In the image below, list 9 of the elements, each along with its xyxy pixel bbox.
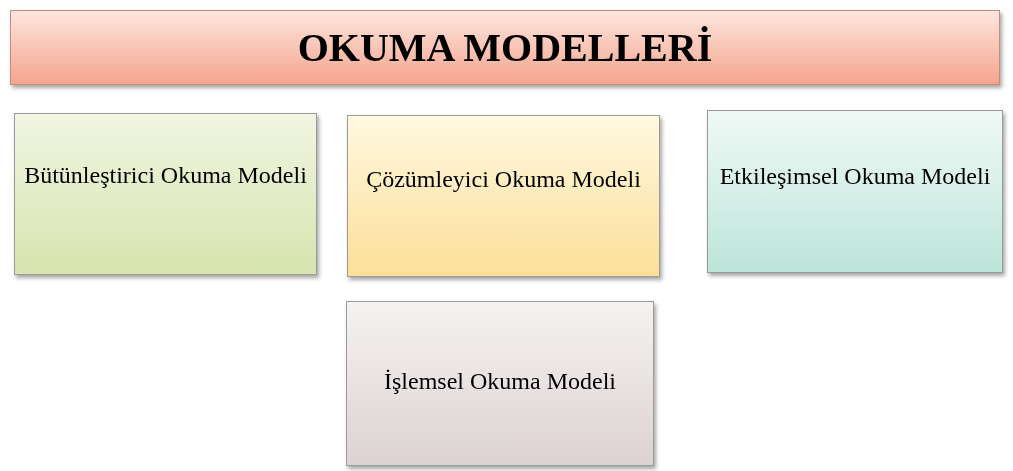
model-name: Çözümleyici Okuma Modeli xyxy=(366,165,641,194)
model-name: Bütünleştirici Okuma Modeli xyxy=(24,161,307,190)
model-name: İşlemsel Okuma Modeli xyxy=(384,367,616,396)
model-box xyxy=(347,115,660,277)
title: OKUMA MODELLERİ xyxy=(297,24,713,71)
model-box xyxy=(707,110,1003,273)
model-name: Etkileşimsel Okuma Modeli xyxy=(719,162,991,191)
model-box xyxy=(14,113,317,275)
model-box xyxy=(346,301,654,466)
